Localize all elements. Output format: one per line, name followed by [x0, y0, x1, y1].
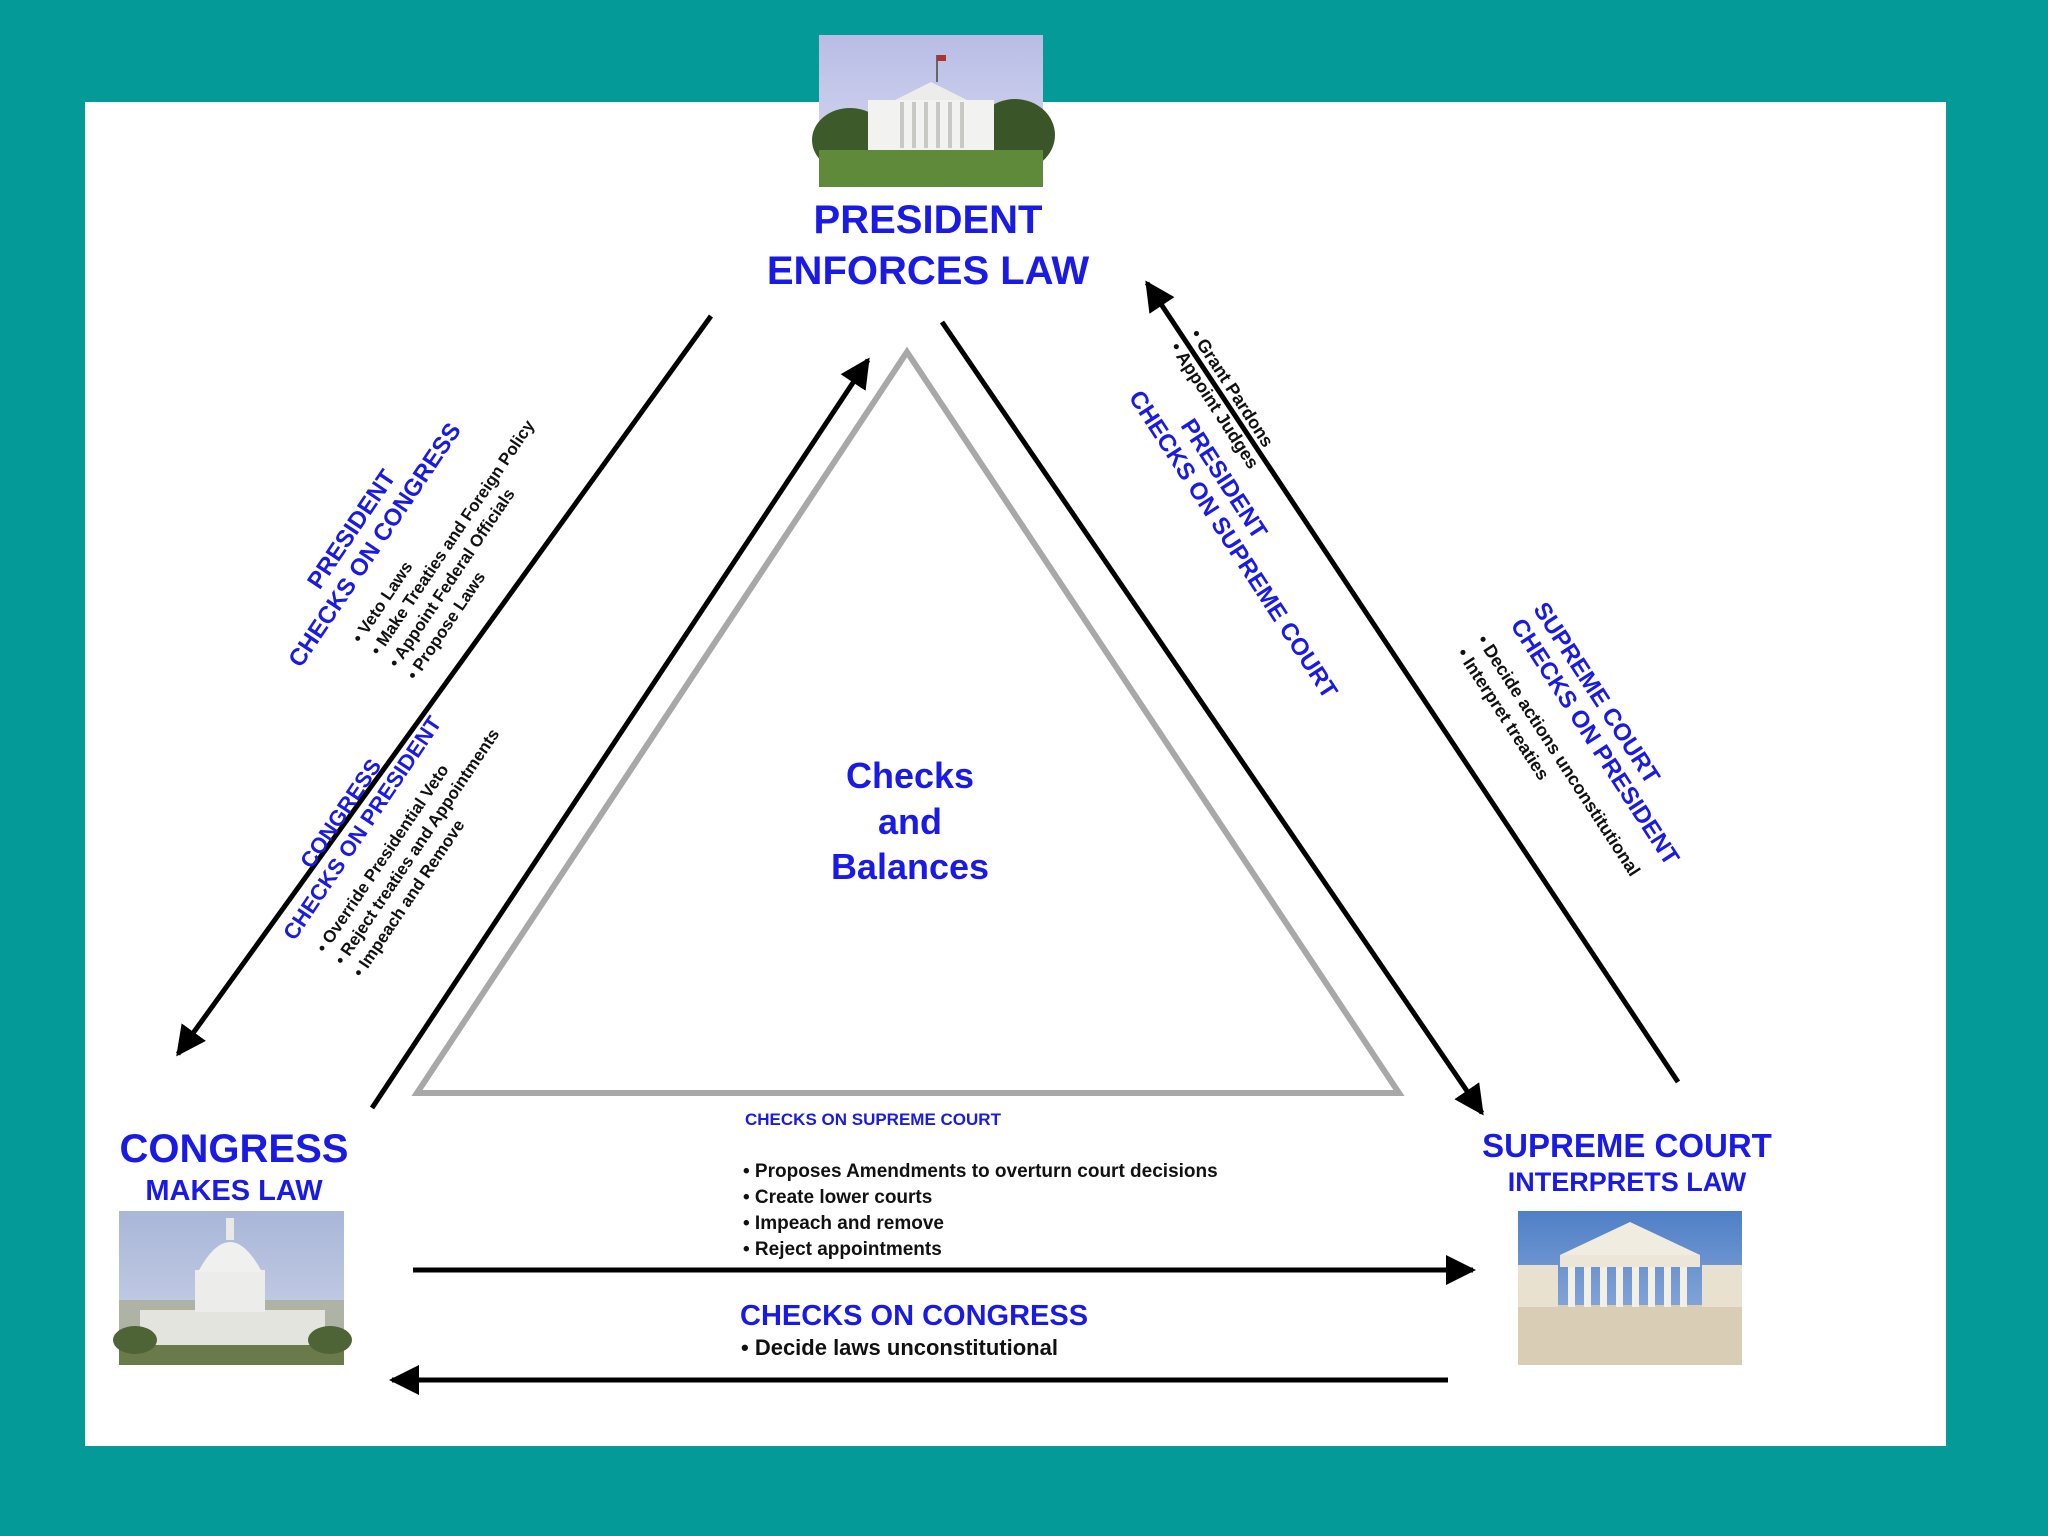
congress-label: CONGRESS MAKES LAW [120, 1127, 349, 1207]
supreme-court-label: SUPREME COURT INTERPRETS LAW [1482, 1127, 1772, 1197]
president-title: PRESIDENT [814, 198, 1043, 242]
supreme-court-building-photo-icon [1518, 1211, 1742, 1365]
arrow-congress-to-president [369, 357, 871, 1110]
arrow-president-to-supreme-court [939, 320, 1485, 1116]
sc-item-1: • Decide laws unconstitutional [741, 1335, 1058, 1360]
cs-heading: CHECKS ON SUPREME COURT [745, 1110, 1002, 1129]
center-line-2: and [878, 801, 942, 842]
congress-title: CONGRESS [120, 1127, 349, 1171]
cs-item-2: • Create lower courts [743, 1187, 932, 1208]
arrow-president-to-congress [175, 314, 714, 1057]
congress-subtitle: MAKES LAW [145, 1175, 323, 1207]
cs-item-1: • Proposes Amendments to overturn court … [743, 1161, 1218, 1182]
president-checks-on-supreme-court: PRESIDENT CHECKS ON SUPREME COURT • Gran… [1123, 325, 1343, 703]
center-triangle [411, 346, 1405, 1096]
capitol-building-photo-icon [113, 1211, 352, 1365]
supreme-court-checks-on-president: SUPREME COURT CHECKS ON PRESIDENT • Deci… [1453, 598, 1685, 880]
supreme-court-subtitle: INTERPRETS LAW [1508, 1167, 1747, 1197]
president-label: PRESIDENT ENFORCES LAW [767, 198, 1089, 293]
cs-item-3: • Impeach and remove [743, 1213, 944, 1234]
cs-item-4: • Reject appointments [743, 1239, 942, 1260]
president-subtitle: ENFORCES LAW [767, 249, 1089, 293]
president-checks-on-congress: PRESIDENT CHECKS ON CONGRESS • Veto Laws… [283, 416, 538, 683]
white-house-photo-icon [812, 35, 1055, 187]
arrow-supreme-court-to-president [1144, 280, 1681, 1084]
center-label: Checks and Balances [831, 755, 989, 887]
center-line-3: Balances [831, 846, 989, 887]
supreme-court-title: SUPREME COURT [1482, 1127, 1772, 1164]
supreme-court-checks-on-congress: CHECKS ON CONGRESS • Decide laws unconst… [740, 1300, 1088, 1360]
congress-checks-on-supreme-court: CHECKS ON SUPREME COURT • Proposes Amend… [743, 1110, 1218, 1260]
sc-heading: CHECKS ON CONGRESS [740, 1300, 1088, 1332]
center-line-1: Checks [846, 755, 974, 796]
